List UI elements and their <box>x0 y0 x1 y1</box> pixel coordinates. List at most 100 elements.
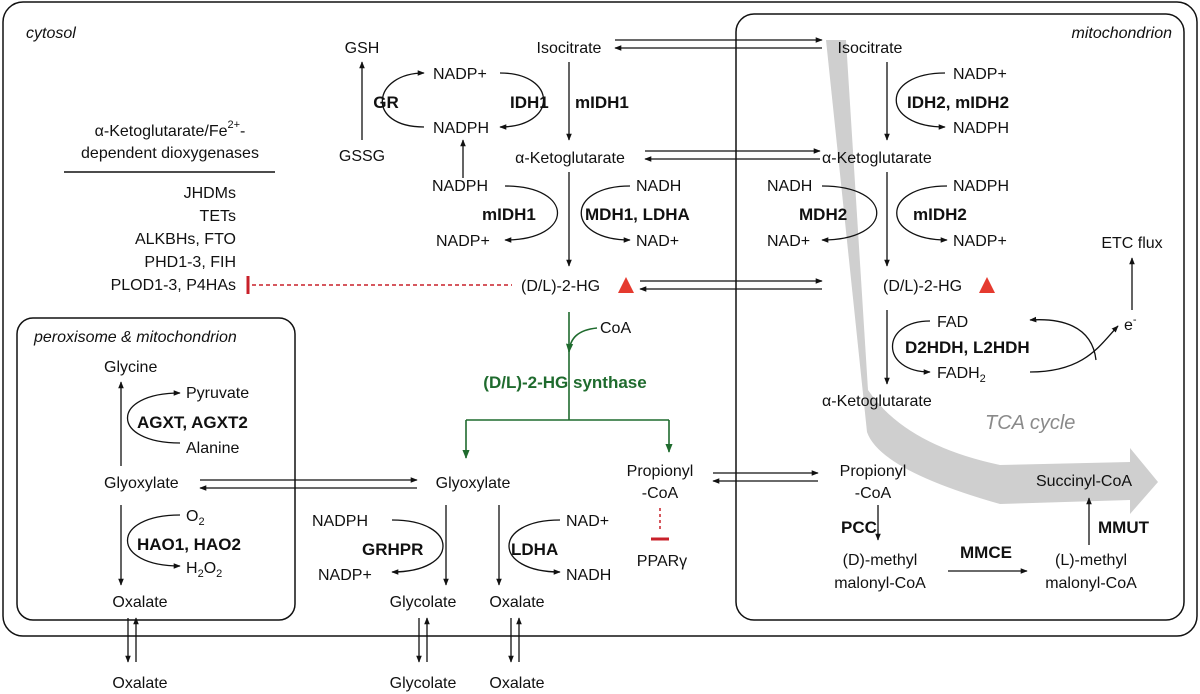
fad-label: FAD <box>937 314 968 331</box>
midh1-cofactor-curve <box>504 185 559 243</box>
agxt-enzyme: AGXT, AGXT2 <box>137 413 248 432</box>
cytosol-label: cytosol <box>26 25 76 42</box>
tca-cycle-label: TCA cycle <box>985 412 1075 434</box>
cytosol-box <box>2 1 1198 637</box>
grhpr-enzyme: GRHPR <box>362 540 423 559</box>
oxalate-outside-right: Oxalate <box>489 675 544 692</box>
gsh-label: GSH <box>345 40 380 57</box>
idh2-cofactor-curve <box>895 72 946 130</box>
midh2-enzyme: mIDH2 <box>913 205 967 224</box>
succinyl-coa-label: Succinyl-CoA <box>1036 473 1132 490</box>
dioxygenase-item: TETs <box>200 208 236 225</box>
nadp-plus-label: NADP+ <box>433 66 487 83</box>
mmce-enzyme: MMCE <box>960 543 1012 562</box>
lmethyl-label: (L)-methyl <box>1055 552 1127 569</box>
nad-plus-label: NAD+ <box>767 233 810 250</box>
synthase-enzyme: (D/L)-2-HG synthase <box>483 373 646 392</box>
nadh-label: NADH <box>636 178 681 195</box>
midh1-enzyme: mIDH1 <box>575 93 629 112</box>
lmethyl-label-2: malonyl-CoA <box>1045 575 1137 592</box>
nadph-label: NADPH <box>433 120 489 137</box>
midh2-cofactor-curve <box>896 185 948 243</box>
h2o2-label: H2O2 <box>186 560 222 580</box>
oxalate-outside-left: Oxalate <box>112 675 167 692</box>
akg-mito: α-Ketoglutarate <box>822 150 932 167</box>
dmethyl-label: (D)-methyl <box>843 552 918 569</box>
dioxygenase-item: PLOD1-3, P4HAs <box>111 277 236 294</box>
mitochondrion-label: mitochondrion <box>1072 25 1173 42</box>
nadh-label: NADH <box>566 567 611 584</box>
mdh1-cofactor-curve <box>580 185 631 243</box>
mdh1-ldha-enzyme: MDH1, LDHA <box>585 205 690 224</box>
hg-cytosol: (D/L)-2-HG <box>521 278 600 295</box>
glycolate-outside: Glycolate <box>390 675 457 692</box>
idh2-enzyme: IDH2, mIDH2 <box>907 93 1009 112</box>
nadp-plus-label: NADP+ <box>953 66 1007 83</box>
nadp-plus-label: NADP+ <box>436 233 490 250</box>
mdh2-cofactor-curve <box>821 185 878 243</box>
o2-label: O2 <box>186 508 205 528</box>
peroxisome-box <box>16 317 296 621</box>
akg-mito-2: α-Ketoglutarate <box>822 393 932 410</box>
fadh2-label: FADH2 <box>937 365 986 385</box>
isocitrate-mito: Isocitrate <box>838 40 903 57</box>
propionyl-mito-2: -CoA <box>855 485 892 502</box>
gr-enzyme: GR <box>373 93 399 112</box>
dmethyl-label-2: malonyl-CoA <box>834 575 926 592</box>
hao-enzyme: HAO1, HAO2 <box>137 535 241 554</box>
grhpr-cofactor-curve <box>391 519 444 575</box>
gr-cofactor-curve <box>381 70 425 128</box>
dioxygenase-item: ALKBHs, FTO <box>135 231 236 248</box>
hg-mito: (D/L)-2-HG <box>883 278 962 295</box>
ldha-enzyme: LDHA <box>511 540 558 559</box>
idh1-cofactor-curve <box>499 72 545 130</box>
mmut-enzyme: MMUT <box>1098 518 1150 537</box>
oxalate-peroxisome: Oxalate <box>112 594 167 611</box>
dioxygenase-item: JHDMs <box>184 185 236 202</box>
dioxygenases-title-line1: α-Ketoglutarate/Fe2+- <box>95 119 246 140</box>
glyoxylate-peroxisome: Glyoxylate <box>104 475 179 492</box>
idh1-enzyme: IDH1 <box>510 93 549 112</box>
increase-triangle <box>979 277 995 293</box>
d2hdh-enzyme: D2HDH, L2HDH <box>905 338 1030 357</box>
oxalate-cytosol: Oxalate <box>489 594 544 611</box>
pcc-enzyme: PCC <box>841 518 877 537</box>
glycolate-cytosol: Glycolate <box>390 594 457 611</box>
nadph-label: NADPH <box>953 120 1009 137</box>
dioxygenase-item: PHD1-3, FIH <box>144 254 236 271</box>
nad-plus-label: NAD+ <box>566 513 609 530</box>
nadph-label: NADPH <box>953 178 1009 195</box>
dioxygenases-title-line2: dependent dioxygenases <box>81 145 259 162</box>
tca-cycle-arrow <box>826 40 1158 514</box>
etc-flux-label: ETC flux <box>1101 235 1162 252</box>
mitochondrion-box <box>735 13 1185 621</box>
ppar-label: PPARγ <box>637 553 687 570</box>
hao-cofactor-curve <box>126 514 181 569</box>
glyoxylate-cytosol: Glyoxylate <box>436 475 511 492</box>
mdh2-enzyme: MDH2 <box>799 205 847 224</box>
nadh-label: NADH <box>767 178 812 195</box>
midh1-enzyme-bottom: mIDH1 <box>482 205 536 224</box>
isocitrate-cytosol: Isocitrate <box>537 40 602 57</box>
nadph-label: NADPH <box>432 178 488 195</box>
alanine-label: Alanine <box>186 440 239 457</box>
gssg-label: GSSG <box>339 148 385 165</box>
d2hdh-cofactor-curve <box>892 320 931 375</box>
nadp-plus-label: NADP+ <box>318 567 372 584</box>
fadh2-electron-arrow <box>1029 325 1119 373</box>
increase-triangle <box>618 277 634 293</box>
akg-cytosol: α-Ketoglutarate <box>515 150 625 167</box>
coa-label: CoA <box>600 320 631 337</box>
peroxisome-label: peroxisome & mitochondrion <box>33 329 237 346</box>
ldha-cofactor-curve <box>508 519 561 575</box>
propionyl-mito: Propionyl <box>840 463 907 480</box>
electron-label: e- <box>1124 314 1137 334</box>
propionyl-cytosol: Propionyl <box>627 463 694 480</box>
coa-input-arrow <box>565 327 598 353</box>
nadp-plus-label: NADP+ <box>953 233 1007 250</box>
nadph-label: NADPH <box>312 513 368 530</box>
propionyl-cytosol-2: -CoA <box>642 485 679 502</box>
glycine-label: Glycine <box>104 359 157 376</box>
nad-plus-label: NAD+ <box>636 233 679 250</box>
